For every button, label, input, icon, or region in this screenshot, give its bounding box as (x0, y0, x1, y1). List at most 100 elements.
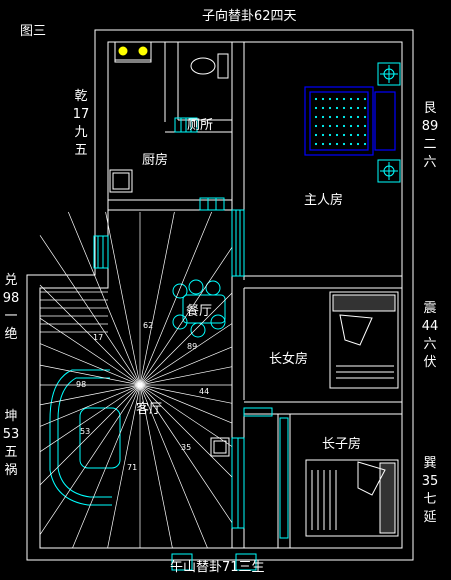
bed-pattern-dot (363, 115, 367, 119)
bed-pattern-dot (349, 97, 353, 101)
sector-ray (139, 323, 233, 386)
house-walls (26, 29, 414, 561)
bed-pattern-dot (349, 106, 353, 110)
room-label-eldest-daughter: 长女房 (269, 352, 309, 367)
bed-pattern-dot (328, 124, 332, 128)
bed-pattern-dot (342, 133, 346, 137)
room-label-eldest-son: 长子房 (322, 437, 362, 452)
left-middle-direction-label: 兑98一绝 (2, 273, 20, 342)
master-bed-icon (304, 86, 396, 156)
right-middle-direction-label: 震44六伏 (421, 301, 439, 370)
sector-ray (139, 346, 233, 386)
daughter-bed-icon (329, 291, 399, 389)
sector-ray (67, 211, 141, 386)
bed-pattern-dot (328, 106, 332, 110)
sector-ray (139, 384, 173, 549)
bed-pattern-dot (363, 106, 367, 110)
room-label-master-bedroom: 主人房 (304, 193, 344, 208)
stair-lines (40, 291, 108, 333)
bed-pattern-dot (314, 97, 318, 101)
left-upper-direction-label: 乾17九五 (72, 89, 90, 158)
right-upper-direction-label: 艮89二六 (421, 101, 439, 170)
bed-pattern-dot (349, 142, 353, 146)
sector-ray (107, 384, 141, 549)
sector-number-44: 44 (199, 387, 210, 396)
sink-icon (109, 169, 133, 193)
sector-ray (139, 211, 175, 386)
bed-pattern-dot (356, 142, 360, 146)
bed-pattern-dot (328, 97, 332, 101)
bed-pattern-dot (356, 115, 360, 119)
bed-pattern-dot (335, 106, 339, 110)
sector-number-62: 62 (143, 321, 154, 330)
bed-pattern-dot (356, 133, 360, 137)
bed-pattern-dot (314, 142, 318, 146)
sector-ray (139, 384, 233, 447)
bed-pattern-dot (321, 133, 325, 137)
bed-pattern-dot (314, 115, 318, 119)
bed-pattern-dot (342, 106, 346, 110)
figure-label: 图三 (20, 24, 47, 39)
bed-pattern-dot (335, 97, 339, 101)
top-direction-label: 子向替卦62四天 (202, 9, 297, 24)
bed-pattern-dot (356, 106, 360, 110)
bed-pattern-dot (328, 142, 332, 146)
sector-ray (72, 384, 141, 549)
sector-ray (139, 211, 213, 386)
sector-ray (139, 384, 208, 549)
sector-number-35: 35 (181, 443, 192, 452)
bed-pattern-dot (335, 115, 339, 119)
cabinet-icon (210, 437, 230, 457)
sector-ray (139, 384, 233, 478)
bed-pattern-dot (342, 124, 346, 128)
sector-ray (39, 364, 141, 386)
bed-pattern-dot (363, 124, 367, 128)
bed-pattern-dot (363, 97, 367, 101)
room-label-living: 客厅 (136, 402, 163, 417)
sofa-icon (49, 369, 121, 506)
bed-pattern-dot (363, 142, 367, 146)
dining-set-icon (172, 279, 226, 338)
sector-ray (39, 343, 141, 386)
bed-pattern-dot (321, 124, 325, 128)
room-label-toilet: 厕所 (187, 118, 214, 133)
toilet-fixture-icon (190, 53, 229, 79)
bed-pattern-dot (314, 106, 318, 110)
bed-pattern-dot (328, 133, 332, 137)
sector-ray (39, 384, 141, 453)
bed-pattern-dot (321, 97, 325, 101)
sector-ray (39, 384, 141, 406)
sector-ray (39, 384, 141, 486)
sector-rays (39, 211, 233, 549)
sector-ray (39, 384, 141, 427)
sector-ray (139, 366, 233, 386)
windows (93, 117, 289, 571)
room-label-kitchen: 厨房 (142, 153, 169, 168)
bed-pattern-dot (342, 97, 346, 101)
bed-pattern-dot (314, 133, 318, 137)
sector-number-71: 71 (127, 463, 138, 472)
bed-pattern-dot (321, 142, 325, 146)
sector-ray (139, 384, 233, 404)
sector-ray (139, 384, 233, 424)
nightstand-icons (377, 62, 401, 183)
room-label-dining: 餐厅 (186, 304, 213, 319)
sector-ray (139, 247, 233, 386)
bed-pattern-dot (321, 115, 325, 119)
bed-pattern-dot (335, 124, 339, 128)
left-lower-direction-label: 坤53五祸 (2, 409, 20, 478)
bed-pattern-dot (314, 124, 318, 128)
sector-ray (139, 292, 233, 386)
bed-pattern-dot (342, 115, 346, 119)
sector-ray (139, 384, 233, 523)
sector-number-53: 53 (80, 427, 91, 436)
sector-ray (39, 284, 141, 386)
bed-pattern-dot (363, 133, 367, 137)
sector-number-98: 98 (76, 380, 87, 389)
bed-pattern-dot (335, 133, 339, 137)
sector-ray (105, 211, 141, 386)
sector-number-89: 89 (187, 342, 198, 351)
sector-ray (39, 235, 141, 386)
bed-pattern-dot (342, 142, 346, 146)
